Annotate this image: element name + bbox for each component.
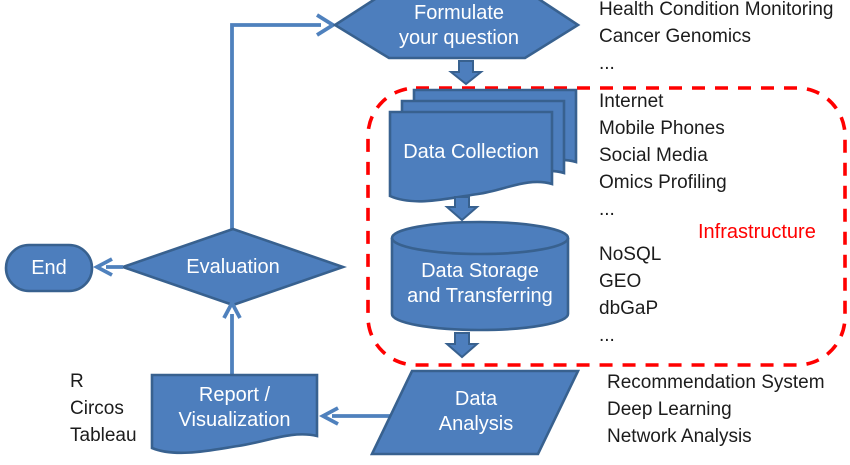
analysis-examples-list: Recommendation System Deep Learning Netw…	[607, 369, 825, 465]
annotation-line: ...	[599, 325, 615, 346]
evaluation-diamond	[119, 227, 347, 307]
visualization-examples-list: R Circos Tableau ...	[70, 368, 137, 465]
report-visualization-doc	[150, 373, 319, 455]
annotation-line: Internet	[599, 91, 664, 112]
annotation-line: Health Condition Monitoring	[599, 0, 834, 20]
data-storage-cylinder-top	[390, 220, 570, 256]
annotation-line: Deep Learning	[607, 399, 732, 420]
annotation-line: NoSQL	[599, 244, 662, 265]
annotation-line: ...	[607, 453, 623, 465]
annotation-line: ...	[599, 199, 615, 220]
arrowhead-into-evaluation-icon	[222, 298, 242, 319]
data-collection-doc-front	[388, 110, 554, 203]
annotation-line: Mobile Phones	[599, 118, 725, 139]
annotation-line: ...	[70, 452, 86, 465]
infrastructure-label: Infrastructure	[698, 221, 816, 243]
annotation-line: Circos	[70, 398, 124, 419]
data-analysis-parallelogram	[369, 369, 581, 456]
data-storage-cylinder-body	[390, 238, 570, 332]
formulate-question-hexagon	[332, 0, 581, 60]
infrastructure-dashed-box	[366, 86, 847, 367]
annotation-line: Recommendation System	[607, 372, 825, 393]
annotation-line: Social Media	[599, 145, 708, 166]
annotation-line: GEO	[599, 271, 642, 292]
annotation-line: ...	[599, 53, 615, 74]
arrowhead-into-end-icon	[92, 257, 113, 277]
annotation-line: Tableau	[70, 425, 137, 446]
annotation-line: R	[70, 371, 84, 392]
collection-examples-list: Internet Mobile Phones Social Media Omic…	[599, 88, 727, 223]
annotation-line: dbGaP	[599, 298, 659, 319]
storage-examples-list: NoSQL GEO dbGaP ...	[599, 241, 661, 349]
block-arrow-down-1-icon	[448, 60, 484, 86]
connector-evaluation-to-question	[230, 23, 321, 230]
annotation-line: Omics Profiling	[599, 172, 727, 193]
question-examples-list: Health Condition Monitoring Cancer Genom…	[599, 0, 833, 77]
end-terminator	[4, 243, 94, 293]
annotation-line: Network Analysis	[607, 426, 752, 447]
arrowhead-into-report-icon	[318, 406, 339, 426]
block-arrow-down-2-icon	[444, 196, 480, 222]
block-arrow-down-3-icon	[444, 332, 480, 359]
annotation-line: Cancer Genomics	[599, 26, 752, 47]
